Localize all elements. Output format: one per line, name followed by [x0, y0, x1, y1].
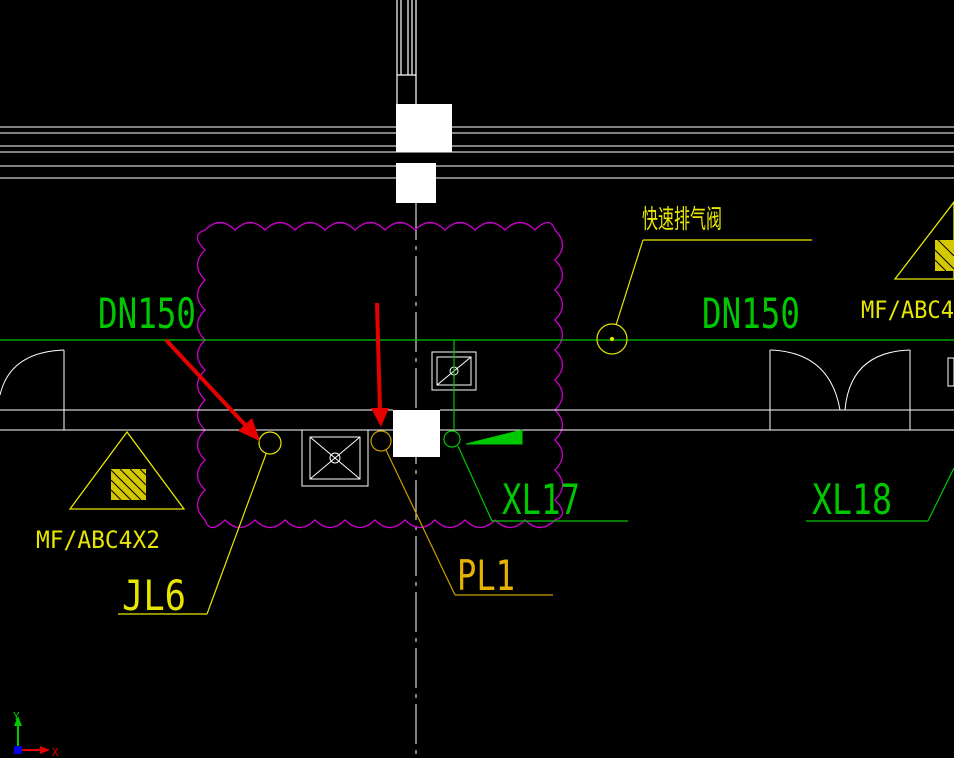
- floor-drain-box[interactable]: [301, 429, 369, 487]
- riser-label-jl6: JL6: [122, 571, 186, 620]
- xl18-leader: [806, 467, 954, 522]
- xl17-branch[interactable]: [443, 340, 628, 522]
- jl6-riser[interactable]: [118, 431, 282, 615]
- hatch-marker: [465, 429, 523, 445]
- pl1-riser[interactable]: [370, 430, 553, 596]
- annotation-arrow-pl1: [371, 302, 389, 427]
- riser-label-pl1: PL1: [457, 551, 515, 600]
- extinguisher-symbol-right[interactable]: [893, 200, 954, 280]
- equipment-box-right: [947, 357, 954, 387]
- ucs-x-label: X: [52, 746, 59, 758]
- ucs-y-label: Y: [13, 710, 20, 723]
- corridor-walls: [0, 349, 954, 431]
- extinguisher-label-left: MF/ABC4X2: [36, 526, 160, 554]
- vertical-duct: [396, 0, 417, 105]
- extinguisher-symbol-left[interactable]: [68, 430, 186, 510]
- riser-label-xl18: XL18: [812, 475, 892, 524]
- wall-lines-top: [0, 126, 954, 179]
- column-block: [396, 104, 452, 152]
- annotation-arrow-jl6: [164, 338, 260, 441]
- riser-label-xl17: XL17: [502, 475, 580, 524]
- revision-cloud[interactable]: [196, 221, 564, 529]
- air-valve-label: 快速排气阀: [642, 205, 722, 235]
- ucs-icon: Y X: [13, 710, 59, 758]
- extinguisher-label-right: MF/ABC4: [861, 296, 954, 324]
- pipe-size-label-right: DN150: [702, 289, 800, 338]
- air-valve[interactable]: [596, 239, 812, 355]
- column-block: [396, 163, 436, 203]
- pipe-size-label-left: DN150: [98, 289, 196, 338]
